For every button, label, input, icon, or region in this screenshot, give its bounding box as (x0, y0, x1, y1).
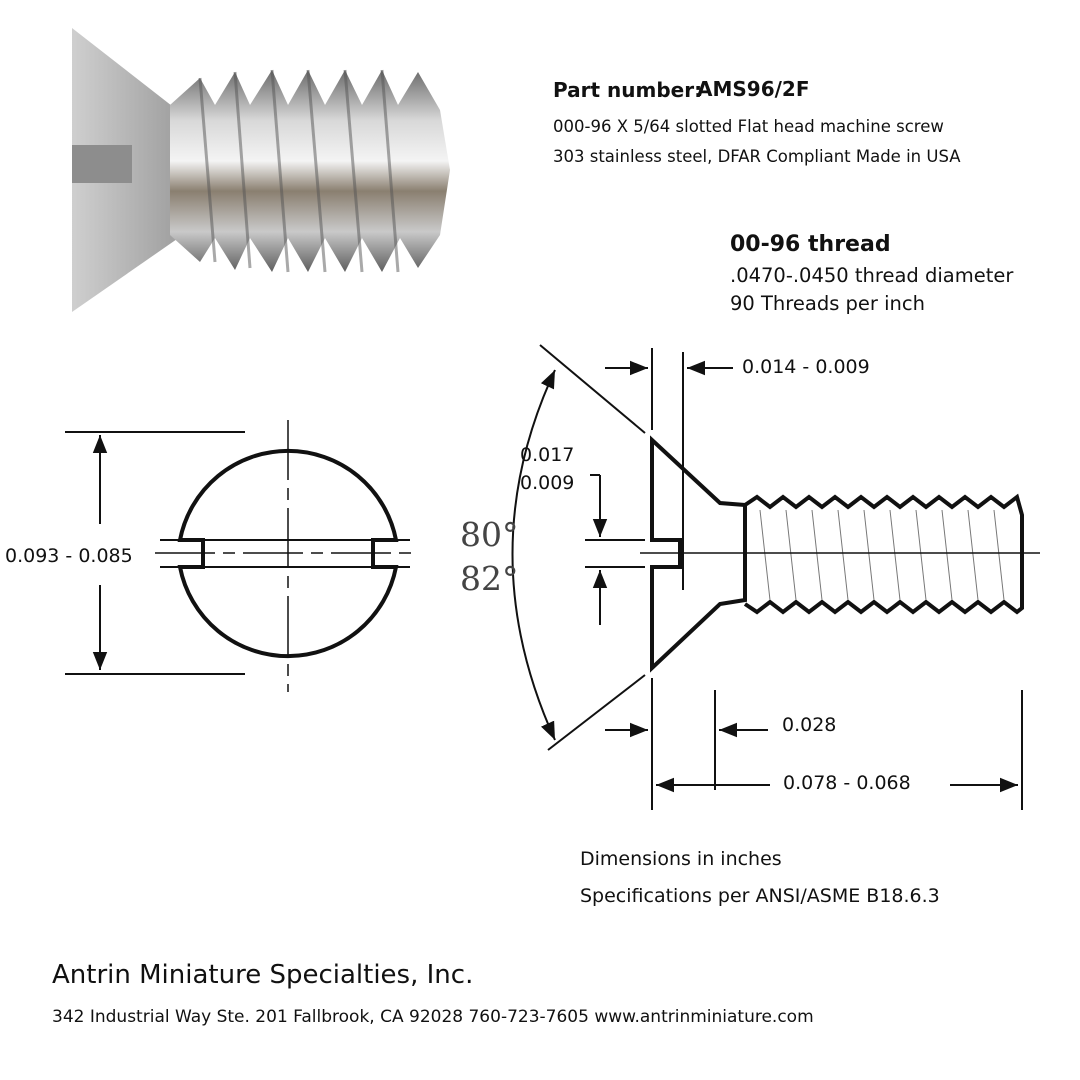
thread-diameter: .0470-.0450 thread diameter (730, 264, 1014, 287)
screw-photo (72, 28, 450, 312)
side-view (511, 344, 1040, 810)
slot-depth-max-label: 0.017 (520, 444, 575, 466)
slot-width-label: 0.014 - 0.009 (742, 356, 870, 378)
angle-min-label: 80° (460, 515, 519, 554)
slot-depth-min-label: 0.009 (520, 472, 575, 494)
part-number-label: Part number: (553, 78, 703, 102)
head-height-label: 0.028 (782, 714, 837, 736)
part-material: 303 stainless steel, DFAR Compliant Made… (553, 147, 961, 166)
thread-title: 00-96 thread (730, 232, 891, 257)
units-note: Dimensions in inches (580, 848, 782, 870)
company-address: 342 Industrial Way Ste. 201 Fallbrook, C… (52, 1007, 814, 1027)
head-diameter-label: 0.093 - 0.085 (5, 545, 133, 567)
length-label: 0.078 - 0.068 (783, 772, 911, 794)
part-description: 000-96 X 5/64 slotted Flat head machine … (553, 117, 944, 136)
company-name: Antrin Miniature Specialties, Inc. (52, 960, 474, 990)
spec-note: Specifications per ANSI/ASME B18.6.3 (580, 885, 940, 907)
top-view (65, 420, 415, 692)
threads-per-inch: 90 Threads per inch (730, 292, 925, 315)
part-number: AMS96/2F (697, 77, 810, 101)
angle-max-label: 82° (460, 559, 519, 598)
